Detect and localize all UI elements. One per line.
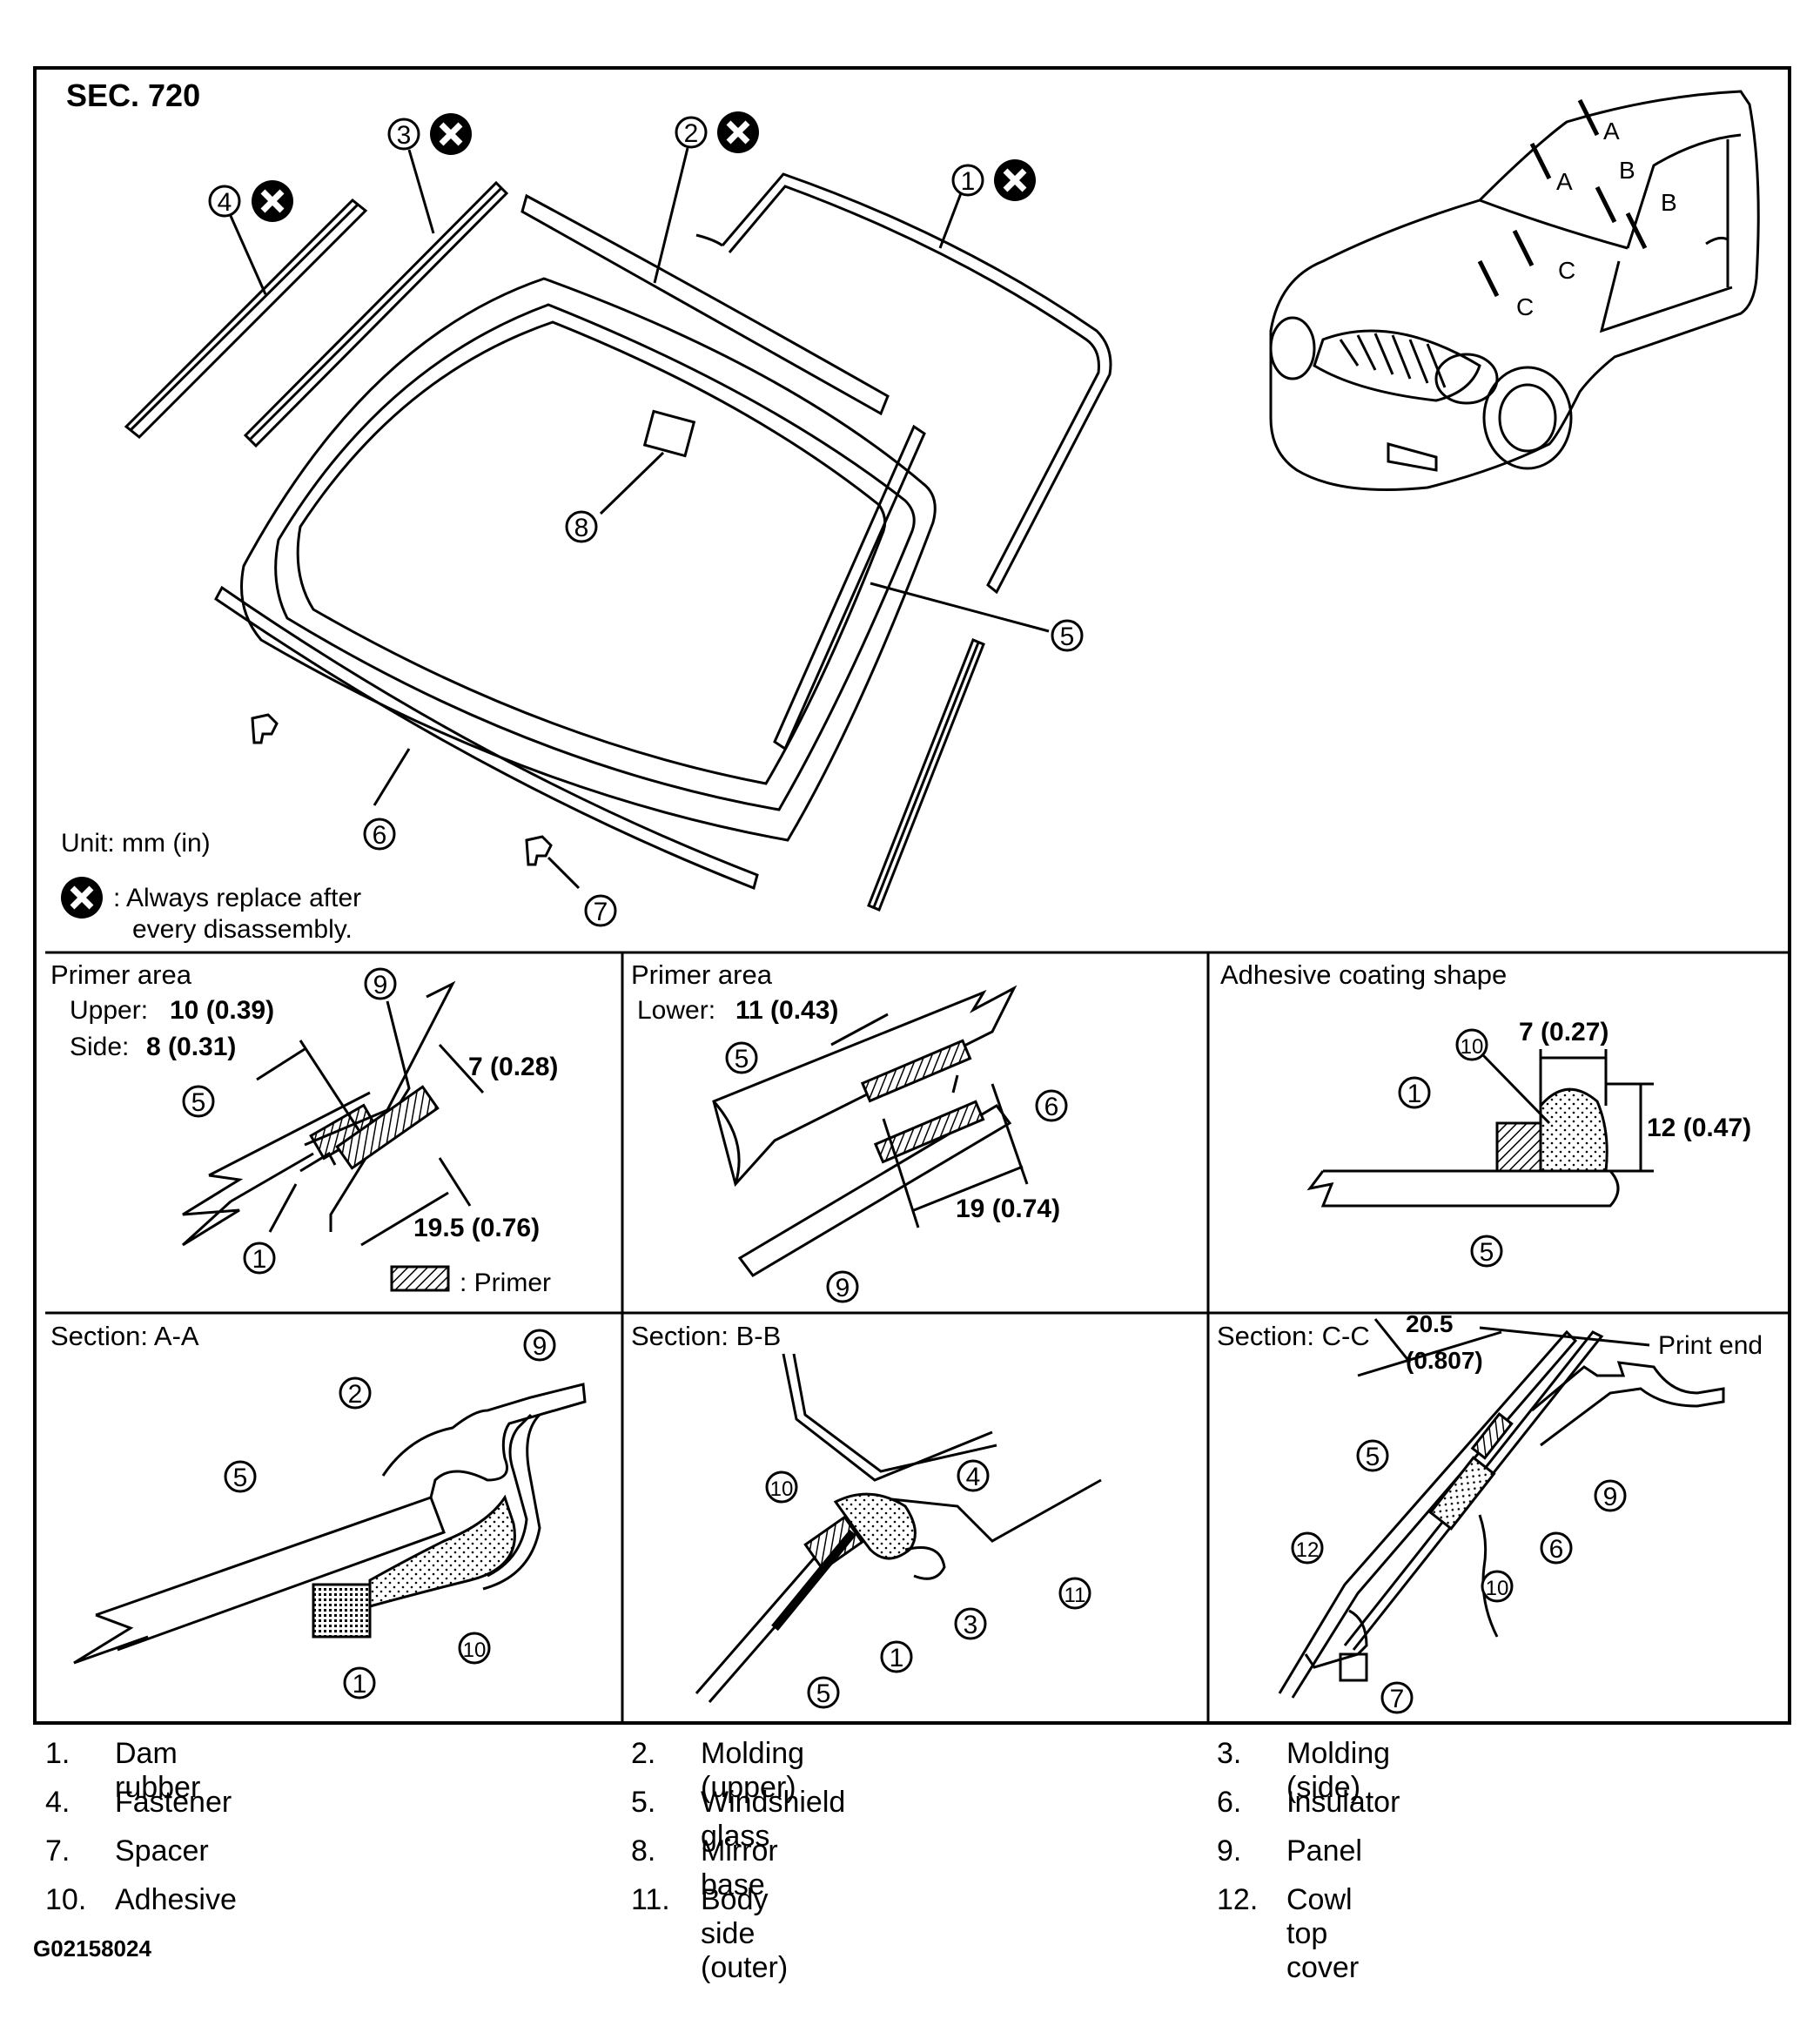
svg-text:10: 10 xyxy=(1461,1035,1484,1059)
svg-text:10: 10 xyxy=(463,1639,487,1662)
svg-text:3: 3 xyxy=(397,121,412,150)
svg-text:4: 4 xyxy=(218,188,232,217)
section-bb-drawing xyxy=(695,1353,1102,1703)
svg-text:Lower:: Lower: xyxy=(637,996,715,1025)
section-bb-title: Section: B-B xyxy=(631,1321,781,1351)
car-illustration xyxy=(1269,90,1760,491)
primer-lower-drawing xyxy=(712,985,1029,1277)
svg-text:19 (0.74): 19 (0.74) xyxy=(956,1195,1060,1223)
svg-text:6: 6 xyxy=(1549,1535,1564,1564)
svg-text:Side:: Side: xyxy=(70,1033,129,1061)
unit-note: Unit: mm (in) xyxy=(61,829,211,858)
svg-text:19.5 (0.76): 19.5 (0.76) xyxy=(413,1214,540,1242)
svg-text:12 (0.47): 12 (0.47) xyxy=(1647,1114,1751,1142)
primer-lower-title: Primer area xyxy=(631,959,773,990)
replace-symbol-icon xyxy=(61,877,103,919)
top-callouts: 4 3 2 1 8 5 6 7 xyxy=(208,111,1084,927)
primer-upper-title: Primer area xyxy=(50,959,192,990)
section-cc-title: Section: C-C xyxy=(1217,1321,1370,1351)
svg-text:4: 4 xyxy=(966,1463,981,1491)
svg-text:10: 10 xyxy=(1486,1577,1509,1600)
svg-text:9: 9 xyxy=(1603,1483,1618,1511)
svg-text:8 (0.31): 8 (0.31) xyxy=(146,1033,236,1061)
svg-text:A: A xyxy=(1603,118,1620,145)
svg-text:B: B xyxy=(1661,189,1677,216)
diagram-art: SEC. 720 4 xyxy=(45,77,1788,1724)
primer-upper-drawing xyxy=(181,980,485,1292)
svg-text:10: 10 xyxy=(770,1477,794,1501)
diagram-frame xyxy=(33,66,1791,1725)
svg-text:5: 5 xyxy=(1366,1443,1380,1471)
svg-text:6: 6 xyxy=(1044,1093,1059,1121)
svg-text:5: 5 xyxy=(233,1464,248,1492)
svg-text:2: 2 xyxy=(348,1380,363,1409)
svg-text:11: 11 xyxy=(1064,1584,1086,1607)
svg-text:: Primer: : Primer xyxy=(460,1269,551,1297)
section-aa-drawing xyxy=(73,1383,587,1665)
svg-text:C: C xyxy=(1558,257,1575,284)
svg-text:(0.807): (0.807) xyxy=(1406,1347,1483,1374)
svg-text:1: 1 xyxy=(252,1245,267,1274)
svg-text:A: A xyxy=(1556,168,1573,195)
car-section-markers: A A B B C C xyxy=(1516,118,1677,320)
svg-text:1: 1 xyxy=(961,167,976,196)
svg-text:10 (0.39): 10 (0.39) xyxy=(170,996,274,1025)
svg-text:1: 1 xyxy=(1407,1080,1422,1108)
svg-text:2: 2 xyxy=(684,119,699,148)
svg-text:7 (0.28): 7 (0.28) xyxy=(468,1053,558,1081)
sec-label: SEC. 720 xyxy=(66,77,200,113)
svg-text:5: 5 xyxy=(1480,1238,1494,1267)
svg-text:7: 7 xyxy=(1390,1685,1405,1713)
svg-text:6: 6 xyxy=(373,821,387,850)
svg-text:C: C xyxy=(1516,293,1534,320)
svg-text:12: 12 xyxy=(1296,1538,1320,1562)
section-aa-title: Section: A-A xyxy=(50,1321,199,1351)
svg-text:7: 7 xyxy=(594,898,608,926)
svg-text:3: 3 xyxy=(964,1611,978,1639)
adhesive-title: Adhesive coating shape xyxy=(1220,959,1507,990)
replace-note-line2: every disassembly. xyxy=(132,915,353,944)
svg-text:5: 5 xyxy=(1060,623,1075,651)
svg-text:5: 5 xyxy=(816,1679,831,1708)
svg-text:9: 9 xyxy=(533,1332,547,1361)
section-cc-drawing xyxy=(1278,1318,1725,1699)
svg-text:1: 1 xyxy=(890,1644,904,1672)
svg-text:8: 8 xyxy=(574,514,589,542)
windshield-exploded-view xyxy=(124,172,1112,912)
panel-dividers xyxy=(45,951,1788,1724)
svg-text:5: 5 xyxy=(735,1045,749,1073)
adhesive-drawing xyxy=(1306,1049,1654,1208)
figure-code: G02158024 xyxy=(33,1935,151,1962)
svg-text:Upper:: Upper: xyxy=(70,996,148,1025)
svg-text:5: 5 xyxy=(191,1088,206,1117)
svg-text:Print end: Print end xyxy=(1658,1331,1763,1360)
svg-text:20.5: 20.5 xyxy=(1406,1310,1454,1337)
svg-text:9: 9 xyxy=(373,971,388,999)
svg-text:7 (0.27): 7 (0.27) xyxy=(1519,1018,1608,1047)
replace-note-line1: : Always replace after xyxy=(113,884,361,912)
svg-text:11 (0.43): 11 (0.43) xyxy=(735,996,838,1025)
svg-text:1: 1 xyxy=(353,1670,367,1699)
svg-text:9: 9 xyxy=(836,1274,850,1302)
svg-text:B: B xyxy=(1619,157,1635,184)
